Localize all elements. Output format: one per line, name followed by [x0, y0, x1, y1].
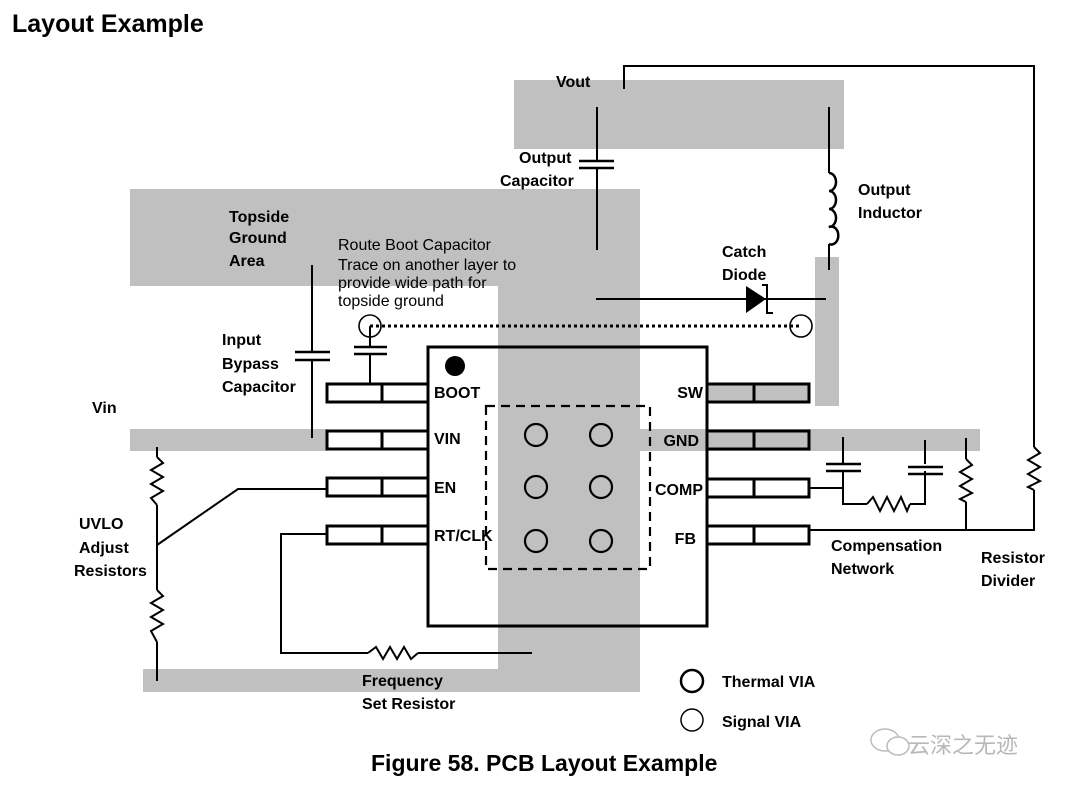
output-capacitor-label-2: Capacitor: [500, 173, 574, 190]
output-inductor-label: Output: [858, 182, 911, 199]
uvlo-resistor-top: [149, 456, 165, 506]
boot-note-line-4: topside ground: [338, 293, 444, 310]
thermal-via: [588, 474, 614, 500]
signal-via-boot: [358, 314, 382, 338]
topside-ground-label-2: Ground: [229, 230, 287, 247]
vout-feedback-trace: [623, 65, 1035, 447]
pin-label-rtclk: RT/CLK: [434, 528, 493, 545]
uvlo-label-3: Resistors: [74, 563, 147, 580]
legend: Thermal VIA Signal VIA: [679, 668, 816, 732]
thermal-via: [523, 474, 549, 500]
vout-label: Vout: [556, 74, 591, 91]
divider-resistor-low: [957, 458, 975, 503]
ground-bottom-strip: [143, 669, 640, 692]
right-pads: [705, 382, 811, 546]
uvlo-label-1: UVLO: [79, 516, 123, 533]
input-bypass-label-2: Bypass: [222, 356, 279, 373]
pad-en: [325, 476, 430, 498]
boot-note-line-1: Route Boot Capacitor: [338, 237, 492, 254]
legend-signal-via-label: Signal VIA: [722, 714, 802, 731]
pad-fb: [705, 524, 811, 546]
resistor-divider-label-2: Divider: [981, 573, 1035, 590]
boot-note-line-2: Trace on another layer to: [338, 257, 516, 274]
topside-ground-copper-column: [498, 189, 640, 692]
output-inductor-label-2: Inductor: [858, 205, 922, 222]
uvlo-resistor-bottom: [149, 589, 165, 643]
vin-label: Vin: [92, 400, 117, 417]
thermal-via: [523, 528, 549, 554]
frequency-set-label-2: Set Resistor: [362, 696, 455, 713]
figure-caption: Figure 58. PCB Layout Example: [371, 750, 718, 776]
catch-diode-label-2: Diode: [722, 267, 767, 284]
pad-gnd: [705, 429, 811, 451]
output-inductor-symbol: [828, 171, 840, 246]
watermark-text: 云深之无迹: [908, 733, 1019, 758]
pin-label-comp: COMP: [655, 482, 703, 499]
pin-label-boot: BOOT: [434, 385, 480, 402]
copper-areas: [130, 80, 980, 692]
compensation-label-2: Network: [831, 561, 894, 578]
compensation-label-1: Compensation: [831, 538, 942, 555]
boot-note-line-3: provide wide path for: [338, 275, 487, 292]
pin-label-sw: SW: [677, 385, 704, 402]
pad-sw: [705, 382, 811, 404]
signal-via-icon: [680, 708, 704, 732]
vout-copper: [514, 80, 844, 149]
pin-label-en: EN: [434, 480, 456, 497]
catch-diode-symbol: [746, 284, 773, 314]
thermal-vias: [523, 422, 614, 554]
pad-vin: [325, 429, 430, 451]
thermal-pad-outline: [484, 404, 652, 571]
signal-via-sw: [789, 314, 813, 338]
frequency-set-resistor: [367, 645, 419, 661]
vin-copper: [130, 429, 327, 451]
pad-boot: [325, 382, 430, 404]
topside-ground-label-3: Area: [229, 253, 265, 270]
wechat-icon: [870, 728, 910, 756]
pin-label-gnd: GND: [663, 433, 699, 450]
pad-comp: [705, 477, 811, 499]
output-capacitor-label: Output: [519, 150, 572, 167]
pin1-marker: [445, 356, 465, 376]
left-pads: [325, 382, 430, 546]
thermal-via: [588, 422, 614, 448]
uvlo-label-2: Adjust: [79, 540, 129, 557]
sw-copper: [815, 257, 839, 406]
comp-resistor: [866, 494, 911, 514]
capacitor-plates: [295, 159, 943, 476]
legend-thermal-via-label: Thermal VIA: [722, 674, 816, 691]
catch-diode-label: Catch: [722, 244, 766, 261]
divider-top-trace: [809, 490, 1035, 531]
thermal-via: [588, 528, 614, 554]
pin-label-fb: FB: [675, 531, 696, 548]
thermal-via: [523, 422, 549, 448]
section-heading: Layout Example: [12, 10, 204, 38]
input-bypass-label-3: Capacitor: [222, 379, 296, 396]
divider-resistor-high: [1025, 446, 1043, 491]
pin-label-vin: VIN: [434, 431, 461, 448]
thermal-via-icon: [679, 668, 705, 694]
traces: [156, 65, 1035, 681]
topside-ground-label: Topside: [229, 209, 289, 226]
pad-rtclk: [325, 524, 430, 546]
resistor-divider-label-1: Resistor: [981, 550, 1045, 567]
input-bypass-label-1: Input: [222, 332, 262, 349]
frequency-set-label-1: Frequency: [362, 673, 443, 690]
resistors: [149, 446, 1043, 661]
